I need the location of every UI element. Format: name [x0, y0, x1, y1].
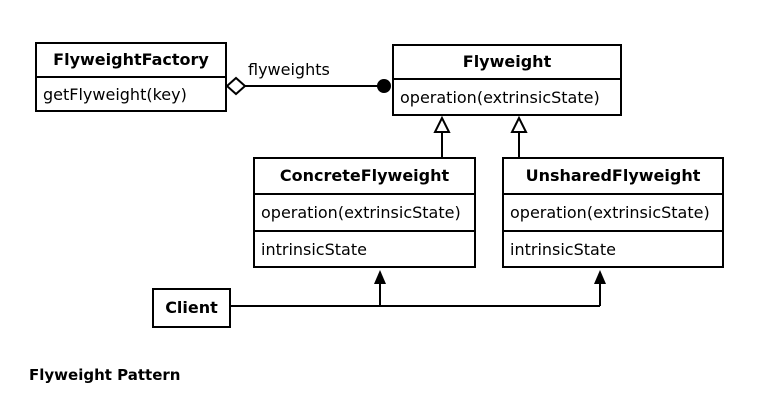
client-to-concrete-arrowhead — [374, 270, 386, 284]
flyweight-method: operation(extrinsicState) — [394, 78, 620, 116]
unshared-flyweight-class: UnsharedFlyweight operation(extrinsicSta… — [502, 157, 724, 268]
flyweight-factory-class: FlyweightFactory getFlyweight(key) — [35, 42, 227, 112]
client-class: Client — [152, 288, 231, 328]
unshared-flyweight-method: operation(extrinsicState) — [504, 193, 722, 230]
concrete-flyweight-name: ConcreteFlyweight — [279, 166, 450, 185]
diagram-caption: Flyweight Pattern — [29, 366, 181, 384]
flyweight-factory-name: FlyweightFactory — [53, 50, 209, 69]
concrete-flyweight-method: operation(extrinsicState) — [255, 193, 474, 230]
concrete-flyweight-attribute: intrinsicState — [255, 230, 474, 267]
flyweight-factory-method: getFlyweight(key) — [37, 76, 225, 112]
client-name: Client — [165, 298, 218, 317]
association-end-dot — [377, 79, 391, 93]
flyweight-name: Flyweight — [462, 52, 552, 71]
generalization-arrowhead-concrete — [433, 115, 451, 133]
client-to-unshared-arrowhead — [594, 270, 606, 284]
unshared-flyweight-name: UnsharedFlyweight — [525, 166, 701, 185]
generalization-arrowhead-unshared — [510, 115, 528, 133]
flyweight-class: Flyweight operation(extrinsicState) — [392, 44, 622, 116]
aggregation-diamond — [225, 76, 247, 96]
concrete-flyweight-class: ConcreteFlyweight operation(extrinsicSta… — [253, 157, 476, 268]
unshared-flyweight-attribute: intrinsicState — [504, 230, 722, 267]
association-label: flyweights — [248, 60, 330, 79]
